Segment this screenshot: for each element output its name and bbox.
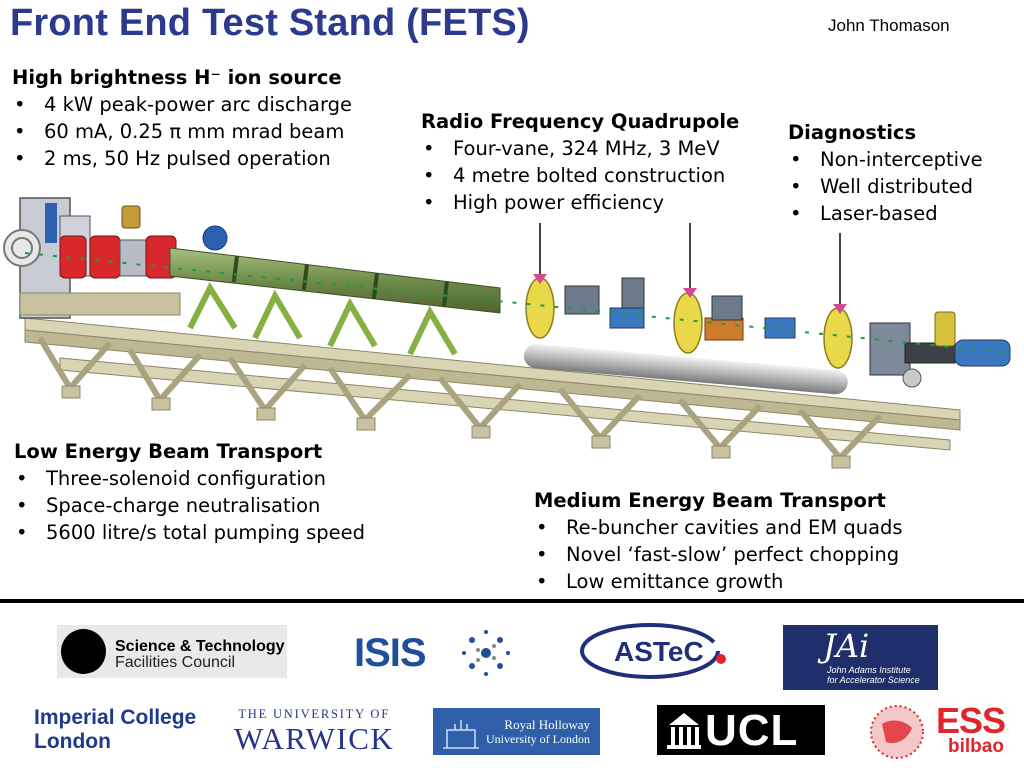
isis-logo: ISIS <box>354 628 514 678</box>
lebt-section: Low Energy Beam Transport Three-solenoid… <box>14 438 384 546</box>
jai-logo-line2: for Accelerator Science <box>827 675 920 685</box>
mebt-section: Medium Energy Beam Transport Re-buncher … <box>534 487 903 595</box>
list-item: Non-interceptive <box>788 146 983 173</box>
ucl-logo: UCL <box>657 705 825 755</box>
rfq-body <box>169 225 501 356</box>
stfc-emblem-icon <box>61 629 106 674</box>
fets-beamline-illustration <box>3 197 1011 469</box>
royal-holloway-line1: Royal Holloway <box>504 717 590 732</box>
imperial-logo-line1: Imperial College <box>34 706 197 729</box>
list-item: Novel ‘fast-slow’ perfect chopping <box>534 541 903 568</box>
isis-logo-text: ISIS <box>354 631 427 675</box>
support-frame <box>24 317 961 469</box>
list-item: Three-solenoid configuration <box>14 465 384 492</box>
list-item: Well distributed <box>788 173 983 200</box>
list-item: 60 mA, 0.25 π mm mrad beam <box>12 118 352 145</box>
royal-holloway-line2: University of London <box>486 732 590 746</box>
ess-stars-globe-icon <box>870 705 924 759</box>
list-item: 4 metre bolted construction <box>421 162 739 189</box>
mebt-heading: Medium Energy Beam Transport <box>534 489 886 512</box>
list-item: Space-charge neutralisation <box>14 492 384 519</box>
isis-target-icon <box>462 630 510 676</box>
ion-source-heading: High brightness H⁻ ion source <box>12 66 342 89</box>
imperial-logo: Imperial College London <box>34 706 196 754</box>
diagnostics-heading: Diagnostics <box>788 121 917 144</box>
rfq-section: Radio Frequency Quadrupole Four-vane, 32… <box>421 108 739 216</box>
list-item: Low emittance growth <box>534 568 903 595</box>
divider <box>0 599 1024 603</box>
astec-swoosh-icon <box>580 623 726 679</box>
stfc-logo-line1: Science & Technology <box>115 638 285 655</box>
astec-logo-text: ASTeC <box>614 636 704 667</box>
warwick-logo-line1: THE UNIVERSITY OF <box>238 707 390 721</box>
list-item: Laser-based <box>788 200 983 227</box>
ion-source-section: High brightness H⁻ ion source 4 kW peak-… <box>12 64 352 172</box>
ess-logo-text: ESS <box>936 700 1006 741</box>
laser-diagnostic-feeds <box>539 223 841 308</box>
astec-logo: ASTeC <box>578 622 728 680</box>
author-name: John Thomason <box>828 16 950 35</box>
list-item: Four-vane, 324 MHz, 3 MeV <box>421 135 739 162</box>
warwick-logo: THE UNIVERSITY OF WARWICK <box>234 707 394 756</box>
jai-logo-mark: JAi <box>823 627 870 665</box>
list-item: High power efficiency <box>421 189 739 216</box>
list-item: 5600 litre/s total pumping speed <box>14 519 384 546</box>
list-item: 2 ms, 50 Hz pulsed operation <box>12 145 352 172</box>
royal-holloway-building-icon <box>443 720 479 749</box>
royal-holloway-logo: Royal Holloway University of London <box>433 708 600 755</box>
rfq-heading: Radio Frequency Quadrupole <box>421 110 740 133</box>
list-item: Re-buncher cavities and EM quads <box>534 514 903 541</box>
jai-logo-line1: John Adams Institute <box>827 665 911 675</box>
ucl-portico-icon <box>667 713 701 749</box>
warwick-logo-line2: WARWICK <box>234 721 395 756</box>
stfc-logo-line2: Facilities Council <box>115 654 236 671</box>
diagnostics-section: Diagnostics Non-interceptive Well distri… <box>788 119 983 227</box>
lebt-heading: Low Energy Beam Transport <box>14 440 323 463</box>
page-title: Front End Test Stand (FETS) <box>10 2 530 44</box>
jai-logo: JAi John Adams Institute for Accelerator… <box>783 625 938 690</box>
mebt-components <box>525 277 1011 388</box>
stfc-logo: Science & Technology Facilities Council <box>57 625 287 678</box>
ess-bilbao-logo: ESS bilbao <box>864 700 1024 762</box>
lebt-solenoids <box>59 205 177 279</box>
ess-logo-subtext: bilbao <box>948 736 1004 757</box>
ucl-logo-text: UCL <box>705 706 799 755</box>
list-item: 4 kW peak-power arc discharge <box>12 91 352 118</box>
imperial-logo-line2: London <box>34 730 111 753</box>
